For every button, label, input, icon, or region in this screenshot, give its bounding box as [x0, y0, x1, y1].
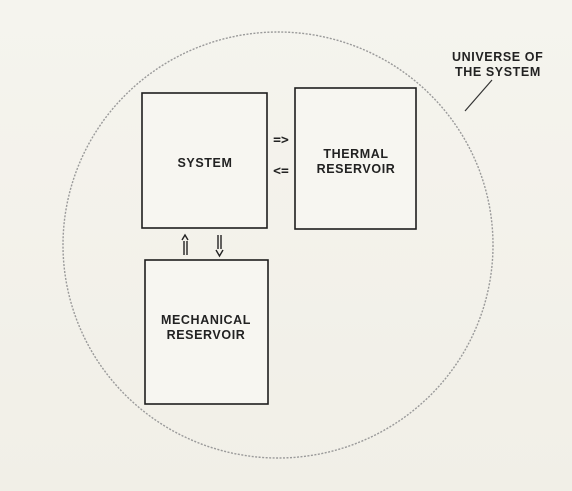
arrow-down-to-mechanical [215, 235, 224, 258]
thermal-reservoir-label-line1: THERMAL [323, 147, 388, 161]
mechanical-reservoir-label-line2: RESERVOIR [167, 328, 246, 342]
universe-label-line2: THE SYSTEM [455, 65, 541, 79]
mechanical-reservoir-box [144, 259, 269, 405]
universe-leader-line [464, 79, 493, 112]
arrow-from-thermal: <= [273, 164, 289, 179]
thermal-reservoir-label-line2: RESERVOIR [317, 162, 396, 176]
universe-label-line1: UNIVERSE OF [452, 50, 543, 64]
arrow-to-thermal: => [273, 133, 289, 148]
arrow-up-to-system [181, 233, 189, 255]
universe-boundary [62, 31, 494, 459]
system-box [141, 92, 268, 229]
thermal-reservoir-box [294, 87, 417, 230]
mechanical-reservoir-label-line1: MECHANICAL [161, 313, 251, 327]
system-label: SYSTEM [178, 156, 233, 170]
